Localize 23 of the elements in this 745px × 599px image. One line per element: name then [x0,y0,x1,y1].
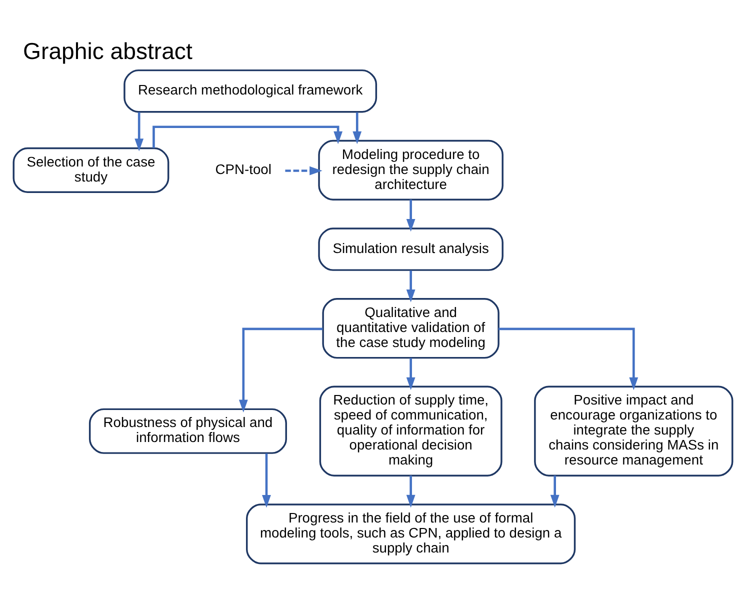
arrow [406,476,415,508]
arrow [406,270,415,302]
node-box: Positive impact and encourage organizations to integrate the supply chains considering MASs in resource management [534,386,733,476]
node-box: Selection of the case study [12,147,169,193]
node-box: Modeling procedure to redesign the supply chain architecture [318,140,503,200]
node-box: Progress in the field of the use of formal modeling tools, such as CPN, applied to design a supply chain [245,504,576,564]
arrow [152,126,342,148]
node-box: Qualitative and quantitative validation of the case study modeling [322,298,499,359]
arrow [262,453,270,508]
arrow [406,200,415,232]
node-box: Research methodological framework [123,69,377,113]
diagram-title: Graphic abstract [22,38,192,64]
arrow [550,476,559,508]
node-text: CPN-tool [214,160,271,177]
arrow [498,328,638,390]
node-box: Reduction of supply time, speed of communication, quality of information for operational decision making [318,386,502,476]
arrow [238,328,322,412]
arrow [406,358,415,390]
node-box: Simulation result analysis [318,228,503,271]
arrow [352,112,362,144]
node-box: Robustness of physical and information flows [88,408,286,454]
arrow [134,112,144,152]
arrow [284,166,322,176]
